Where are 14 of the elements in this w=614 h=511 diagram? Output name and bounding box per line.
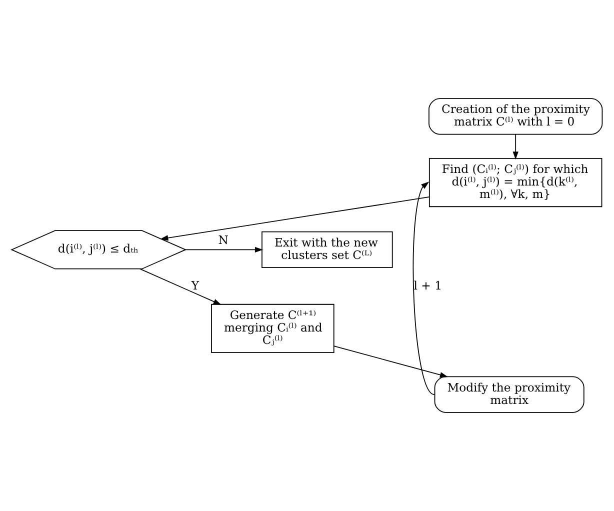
arrow [160, 196, 430, 241]
arrow [185, 246, 264, 253]
node-box: Exit with the new clusters set C⁽ᴸ⁾ [262, 231, 393, 268]
node-box: Find (Cᵢ⁽ˡ⁾; Cⱼ⁽ˡ⁾) for which d(i⁽ˡ⁾, j⁽ˡ⁾) = min{d(k⁽ˡ⁾, m⁽ˡ⁾), ∀k, m} [428, 158, 602, 208]
edge-label: Y [191, 278, 200, 293]
node-box: Generate C⁽ˡ⁺¹⁾ merging Cᵢ⁽ˡ⁾ and Cⱼ⁽ˡ⁾ [211, 304, 334, 354]
edge-label: l + 1 [414, 278, 442, 293]
edge-label: N [218, 232, 228, 247]
arrow [334, 346, 448, 378]
arrow [512, 134, 518, 160]
arrow [412, 182, 435, 396]
node-box: Modify the proximity matrix [434, 376, 584, 413]
node-box: Creation of the proximity matrix C⁽ˡ⁾ with l = 0 [428, 98, 603, 135]
arrow [139, 268, 222, 305]
